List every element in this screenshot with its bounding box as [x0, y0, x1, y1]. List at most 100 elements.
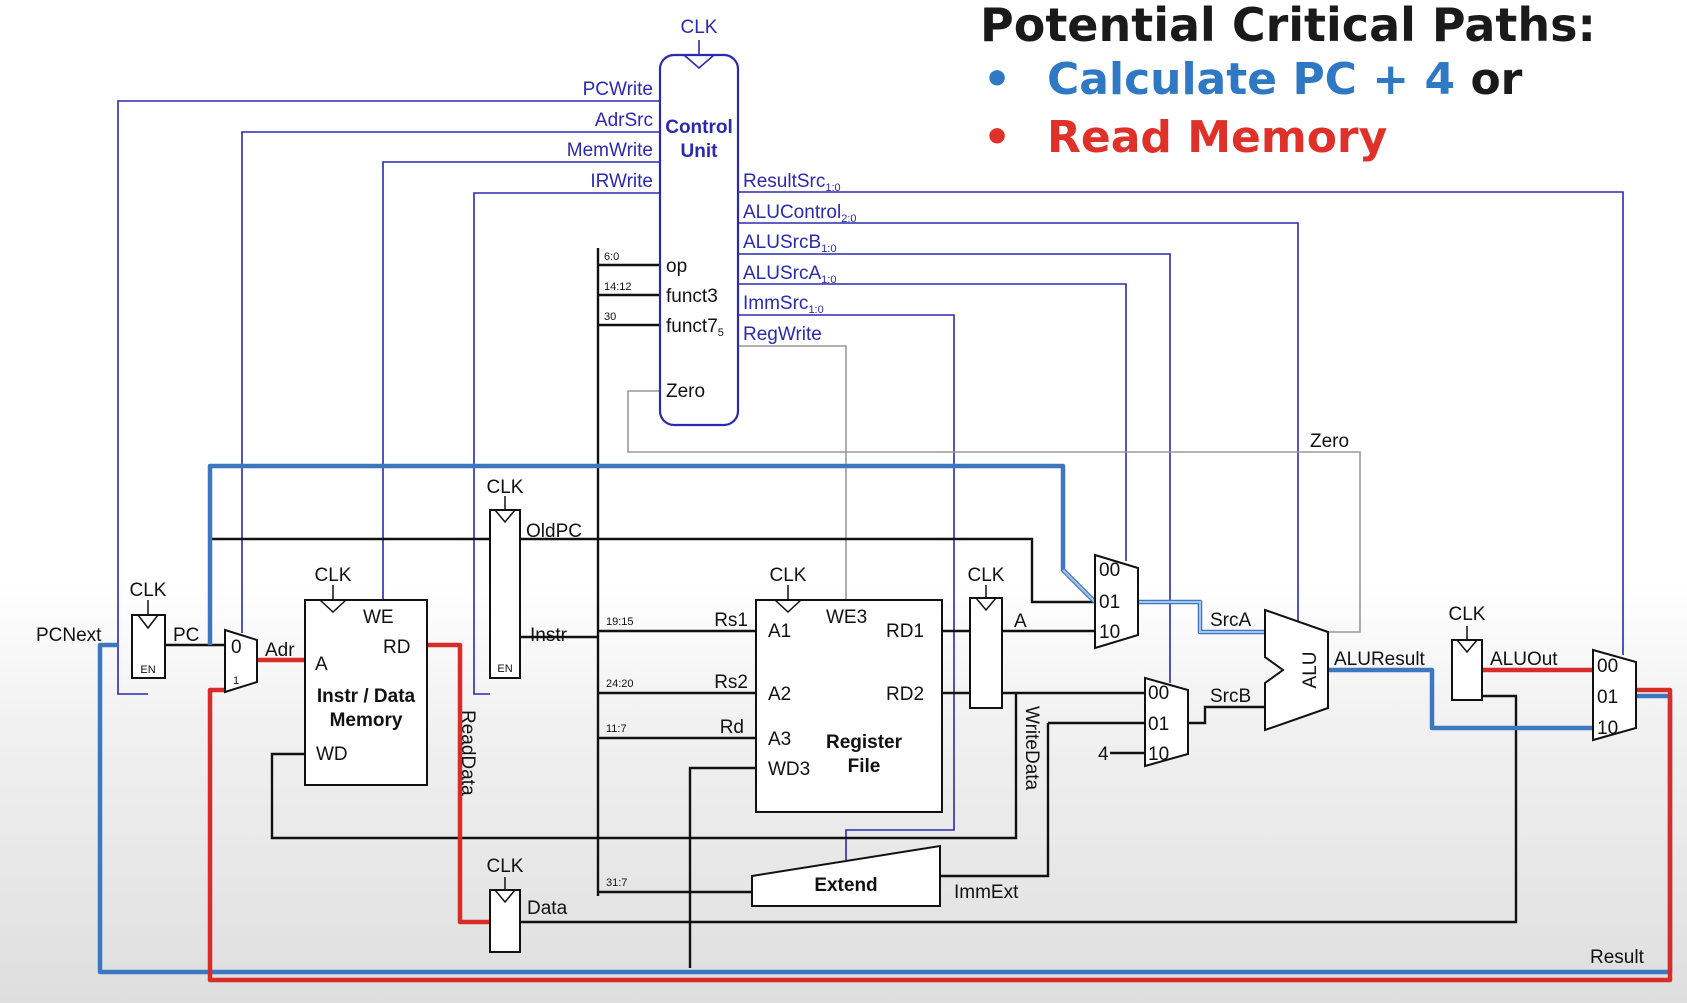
srcb-mux: 00 01 10 SrcB 4: [1098, 676, 1251, 768]
srcb-10: 10: [1148, 744, 1169, 765]
result-01: 01: [1597, 687, 1618, 708]
mem-title-2: Memory: [330, 710, 403, 731]
rf-title-1: Register: [826, 732, 903, 753]
srca-10: 10: [1099, 622, 1120, 643]
writedata-label: WriteData: [1021, 706, 1042, 791]
data-label: Data: [527, 898, 568, 919]
pcnext-label: PCNext: [36, 625, 102, 646]
cu-funct7: funct75: [666, 316, 724, 339]
srca-mux: 00 01 10 SrcA: [1094, 553, 1252, 650]
rs2-label: Rs2: [714, 672, 748, 693]
bits-rd: 11:7: [606, 723, 627, 735]
path-mem-label: Read Memory: [1047, 112, 1388, 163]
alu: ALU ALUResult Zero: [1264, 431, 1426, 732]
bullet-dot: •: [983, 54, 1012, 105]
const-4: 4: [1098, 744, 1109, 765]
bit-field-labels: 19:15 24:20 11:7 31:7 Rs1 Rs2 Rd: [606, 610, 748, 889]
cu-op: op: [666, 256, 687, 277]
adr-mux-1: 1: [233, 675, 239, 687]
rd-label: Rd: [720, 717, 744, 738]
extend-label: Extend: [814, 875, 877, 896]
pc-clk: CLK: [130, 580, 167, 601]
bits-funct3: 14:12: [604, 281, 632, 293]
oldpc-label: OldPC: [526, 521, 582, 542]
bullet-read-memory: • Read Memory: [983, 112, 1387, 163]
readdata-label: ReadData: [457, 710, 478, 796]
gray-wires: [627, 345, 1361, 633]
adr-label: Adr: [265, 640, 295, 661]
ir-en: EN: [497, 663, 512, 675]
pcwrite-label: PCWrite: [583, 79, 653, 100]
result-00: 00: [1597, 656, 1618, 677]
srcb-01: 01: [1148, 714, 1169, 735]
mem-we: WE: [363, 607, 394, 628]
mem-wd: WD: [316, 744, 348, 765]
result-mux: 00 01 10 Result: [1590, 648, 1645, 968]
bits-funct7: 30: [604, 311, 616, 323]
control-unit: CLK Control Unit op funct3 funct75 Zero …: [567, 17, 857, 427]
aluout-register: CLK ALUOut: [1449, 604, 1558, 701]
rs1-label: Rs1: [714, 610, 748, 631]
slide-title: Potential Critical Paths:: [980, 0, 1596, 52]
rf-clk: CLK: [770, 565, 807, 586]
aluout-label: ALUOut: [1490, 649, 1558, 670]
mem-clk: CLK: [315, 565, 352, 586]
zero-label: Zero: [1310, 431, 1349, 452]
register-file: CLK WE3 A1 A2 A3 WD3 RD1 RD2 Register Fi…: [755, 565, 943, 813]
a-label: A: [1014, 611, 1027, 632]
or-label: or: [1470, 54, 1523, 105]
result-label: Result: [1590, 947, 1645, 968]
bits-op: 6:0: [604, 251, 619, 263]
srcb-00: 00: [1148, 683, 1169, 704]
adrsrc-label: AdrSrc: [595, 110, 653, 131]
instr-label: Instr: [530, 625, 568, 646]
memwrite-label: MemWrite: [567, 140, 653, 161]
srcb-label: SrcB: [1210, 686, 1251, 707]
rf-wd3: WD3: [768, 759, 810, 780]
rf-a3: A3: [768, 729, 791, 750]
cu-title-2: Unit: [681, 141, 719, 162]
bits-rs2: 24:20: [606, 678, 634, 690]
rf-rd2: RD2: [886, 684, 924, 705]
aluresult-label: ALUResult: [1334, 649, 1426, 670]
alu-label: ALU: [1300, 652, 1321, 689]
alusrcb-label: ALUSrcB1:0: [743, 232, 836, 255]
ab-clk: CLK: [968, 565, 1005, 586]
irwrite-label: IRWrite: [590, 171, 653, 192]
bullet-calc-pc4: • Calculate PC + 4 or: [983, 54, 1522, 105]
adr-mux: 0 1 Adr: [224, 628, 295, 694]
critical-path-pc4-highlight: [1062, 569, 1265, 633]
path-pc4-label: Calculate PC + 4: [1047, 54, 1456, 105]
instr-data-memory: CLK WE A RD WD Instr / Data Memory ReadD…: [304, 565, 478, 796]
result-10: 10: [1597, 718, 1618, 739]
immext-label: ImmExt: [954, 882, 1019, 903]
cu-funct3: funct3: [666, 286, 718, 307]
srca-label: SrcA: [1210, 610, 1252, 631]
control-wires: [117, 100, 1624, 860]
cu-zero: Zero: [666, 381, 705, 402]
data-clk: CLK: [487, 856, 524, 877]
immsrc-label: ImmSrc1:0: [743, 293, 824, 316]
data-wires: [165, 248, 1518, 968]
bits-rs1: 19:15: [606, 616, 634, 628]
cu-clk: CLK: [681, 17, 718, 38]
pc-register: CLK EN PCNext PC: [36, 580, 199, 679]
alusrca-label: ALUSrcA1:0: [743, 263, 836, 286]
data-register: CLK Data: [487, 856, 568, 953]
regwrite-label: RegWrite: [743, 324, 822, 345]
bullet-dot: •: [983, 112, 1012, 163]
ab-register: CLK A WriteData: [968, 565, 1042, 791]
rf-a1: A1: [768, 621, 791, 642]
mem-a: A: [315, 654, 328, 675]
aluout-clk: CLK: [1449, 604, 1486, 625]
rf-rd1: RD1: [886, 621, 924, 642]
ir-clk: CLK: [487, 477, 524, 498]
mem-rd: RD: [383, 637, 410, 658]
mem-title-1: Instr / Data: [317, 686, 416, 707]
bits-imm: 31:7: [606, 877, 627, 889]
adr-mux-0: 0: [231, 637, 242, 658]
srca-01: 01: [1099, 592, 1120, 613]
resultsrc-label: ResultSrc1:0: [743, 171, 841, 194]
srca-00: 00: [1099, 560, 1120, 581]
